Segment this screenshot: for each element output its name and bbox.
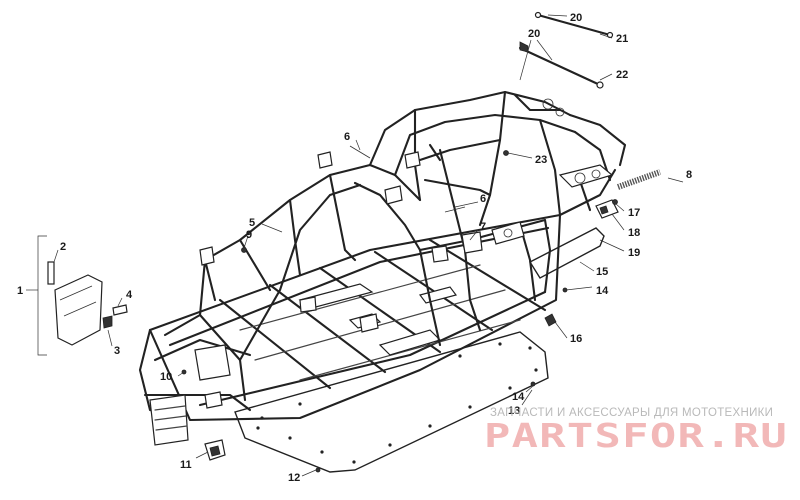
- strap-part: [616, 169, 662, 190]
- callout-4: 4: [126, 289, 133, 301]
- callout-13: 13: [508, 405, 520, 417]
- watermark-brand: PARTSFOR.RU: [484, 416, 788, 455]
- group-bracket: [37, 235, 47, 356]
- callout-5: 5: [249, 217, 255, 229]
- skid-plate: [234, 331, 549, 473]
- callout-1: 1: [17, 285, 23, 297]
- callout-18: 18: [628, 227, 640, 239]
- callout-23: 23: [535, 154, 547, 166]
- bracket-part: [595, 199, 619, 219]
- screw-fastener: [102, 304, 128, 329]
- rear-bars: [518, 11, 614, 89]
- callout-20a: 20: [570, 12, 582, 24]
- callout-10: 10: [160, 371, 172, 383]
- watermark: ЗАПЧАСТИ И АКСЕССУАРЫ ДЛЯ МОТОТЕХНИКИ PA…: [484, 407, 788, 455]
- callout-14b: 14: [596, 285, 609, 297]
- callout-22: 22: [616, 69, 628, 81]
- callout-16: 16: [570, 333, 582, 345]
- callout-2: 2: [60, 241, 66, 253]
- callout-7: 7: [480, 221, 486, 233]
- callout-12: 12: [288, 472, 300, 484]
- callout-8: 8: [686, 169, 692, 181]
- front-bracket: [204, 439, 226, 461]
- callout-21: 21: [616, 33, 628, 45]
- callout-15: 15: [596, 266, 608, 278]
- callout-6a: 6: [344, 131, 350, 143]
- leader-lines: [26, 14, 684, 477]
- callout-20b: 20: [528, 28, 540, 40]
- callout-11: 11: [180, 459, 192, 471]
- callout-17: 17: [628, 207, 640, 219]
- callout-labels: 1 2 3 4 5 6 6 7 8 9 10 11 12 13 14 14 15…: [17, 12, 692, 484]
- callout-9: 9: [246, 229, 252, 241]
- main-frame: [138, 90, 627, 446]
- cover-assembly: [47, 261, 103, 346]
- watermark-tagline: ЗАПЧАСТИ И АКСЕССУАРЫ ДЛЯ МОТОТЕХНИКИ: [490, 407, 773, 419]
- callout-14a: 14: [512, 391, 525, 403]
- callout-19: 19: [628, 247, 640, 259]
- callout-3: 3: [114, 345, 120, 357]
- callout-6b: 6: [480, 193, 486, 205]
